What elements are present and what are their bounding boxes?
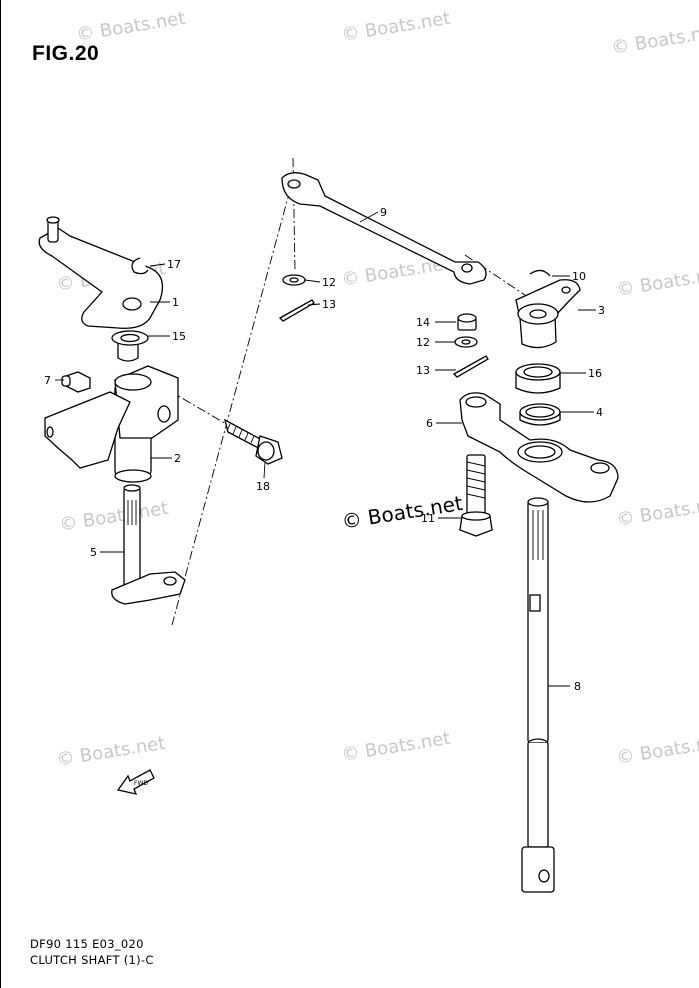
callout-part-9: 9	[380, 206, 387, 219]
figure-code: DF90 115 E03_020	[30, 937, 144, 951]
figure-title: FIG.20	[32, 42, 100, 65]
left-border	[0, 0, 1, 988]
callout-numbers: 1 2 3 4 5 6 7 8 9 10 11 12 12 13 13 14 1…	[44, 206, 605, 693]
callout-part-4: 4	[596, 406, 603, 419]
callout-part-14: 14	[416, 316, 430, 329]
part-12-washer-upper	[282, 274, 306, 286]
alignment-line	[171, 189, 291, 626]
figure-name: CLUTCH SHAFT (1)-C	[30, 953, 154, 967]
callout-part-2: 2	[174, 452, 181, 465]
part-3-shift-arm	[515, 279, 581, 349]
callout-part-1: 1	[172, 296, 179, 309]
part-8-clutch-shaft-long	[521, 497, 555, 893]
forward-direction-arrow: FWD	[116, 769, 155, 795]
part-17-e-clip	[131, 257, 149, 275]
callout-part-3: 3	[598, 304, 605, 317]
callout-part-11: 11	[421, 512, 435, 525]
part-15-bushing	[111, 330, 149, 362]
part-2-lever-housing	[44, 365, 179, 483]
part-16-bushing	[515, 363, 561, 394]
part-14-bushing	[457, 313, 477, 331]
part-13-cotter-pin-upper	[278, 299, 315, 322]
callout-part-5: 5	[90, 546, 97, 559]
part-1-shift-lever	[38, 216, 164, 329]
part-18-bolt	[224, 418, 283, 465]
part-7-grease-nipple	[61, 371, 91, 393]
callout-leaders	[55, 211, 596, 687]
callout-part-6: 6	[426, 417, 433, 430]
part-4-ring	[519, 403, 561, 426]
fwd-label: FWD	[134, 780, 148, 787]
callout-part-7: 7	[44, 374, 51, 387]
part-13-cotter-pin-lower	[452, 355, 489, 378]
callout-part-13: 13	[416, 364, 430, 377]
alignment-line	[167, 389, 229, 426]
callout-part-13: 13	[322, 298, 336, 311]
callout-part-12: 12	[322, 276, 336, 289]
callout-part-10: 10	[572, 270, 586, 283]
part-12-washer-lower	[454, 336, 478, 348]
part-5-clutch-shaft	[111, 484, 186, 605]
callout-part-15: 15	[172, 330, 186, 343]
callout-part-17: 17	[167, 258, 181, 271]
callout-part-16: 16	[588, 367, 602, 380]
callout-part-8: 8	[574, 680, 581, 693]
callout-part-12: 12	[416, 336, 430, 349]
part-11-bolt	[459, 454, 493, 537]
part-6-shift-bracket	[459, 392, 619, 503]
part-9-link-arm	[281, 172, 487, 285]
callout-part-18: 18	[256, 480, 270, 493]
part-10-e-clip	[529, 269, 551, 277]
